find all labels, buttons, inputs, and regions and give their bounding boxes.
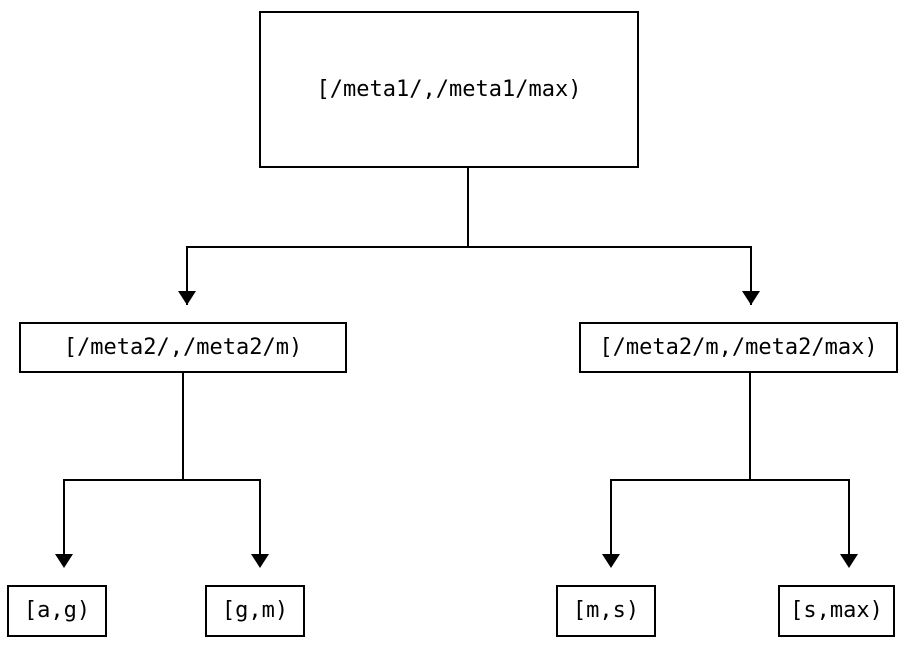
edge-root-to-mid-right-drop: [750, 246, 752, 305]
edge-root-to-mid-left-drop: [186, 246, 188, 305]
node-leaf-4[interactable]: [s,max): [778, 585, 895, 637]
edge-root-stem: [467, 168, 469, 248]
node-leaf-4-label: [s,max): [790, 598, 883, 623]
edge-root-bar: [186, 246, 751, 248]
arrow-down-icon-mid-right: [742, 291, 760, 305]
arrow-down-icon-leaf-3: [602, 554, 620, 568]
node-mid-left-label: [/meta2/,/meta2/m): [63, 334, 303, 360]
edge-mid-right-stem: [749, 373, 751, 481]
node-leaf-3[interactable]: [m,s): [556, 585, 656, 637]
edge-mid-left-bar: [63, 479, 261, 481]
node-leaf-2-label: [g,m): [221, 598, 289, 623]
arrow-down-icon-leaf-1: [55, 554, 73, 568]
node-leaf-2[interactable]: [g,m): [205, 585, 305, 637]
edge-mid-left-to-leaf1-drop: [63, 479, 65, 555]
node-root[interactable]: [/meta1/,/meta1/max): [259, 11, 639, 168]
node-mid-left[interactable]: [/meta2/,/meta2/m): [19, 322, 347, 373]
arrow-down-icon-leaf-4: [840, 554, 858, 568]
node-leaf-3-label: [m,s): [572, 598, 640, 623]
node-mid-right[interactable]: [/meta2/m,/meta2/max): [579, 322, 898, 373]
arrow-down-icon-mid-left: [178, 291, 196, 305]
edge-mid-left-stem: [182, 373, 184, 481]
edge-mid-left-to-leaf2-drop: [259, 479, 261, 555]
arrow-down-icon-leaf-2: [251, 554, 269, 568]
node-root-label: [/meta1/,/meta1/max): [316, 76, 582, 102]
node-leaf-1-label: [a,g): [23, 598, 91, 623]
edge-mid-right-to-leaf4-drop: [848, 479, 850, 555]
node-mid-right-label: [/meta2/m,/meta2/max): [599, 334, 878, 360]
edge-mid-right-to-leaf3-drop: [610, 479, 612, 555]
node-leaf-1[interactable]: [a,g): [7, 585, 107, 637]
edge-mid-right-bar: [610, 479, 850, 481]
